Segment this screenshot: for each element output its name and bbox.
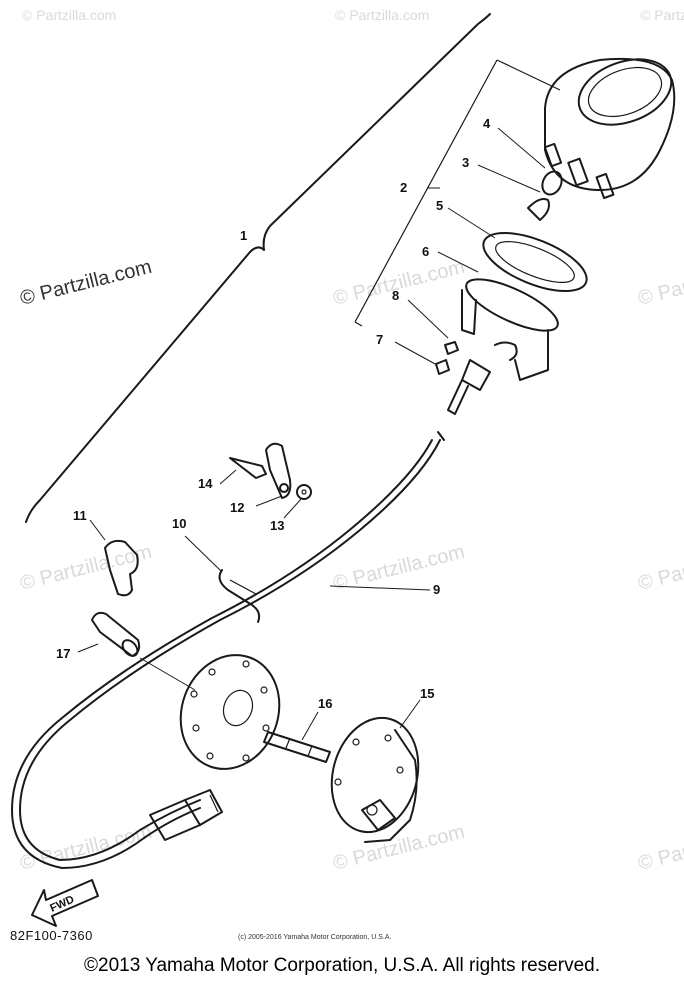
callout-11: 11 xyxy=(73,508,87,523)
callout-3: 3 xyxy=(462,155,469,170)
watermark: © Partzilla.com xyxy=(22,7,116,23)
watermark: © Partzilla.com xyxy=(331,821,467,875)
footer-copyright: ©2013 Yamaha Motor Corporation, U.S.A. A… xyxy=(84,955,600,976)
callout-15: 15 xyxy=(420,686,434,701)
leader-lines xyxy=(77,127,546,741)
cable-guide xyxy=(104,539,139,597)
forward-direction-arrow: FWD xyxy=(31,879,99,927)
speedometer-cable xyxy=(19,439,441,861)
callout-1: 1 xyxy=(240,228,247,243)
watermark-layer: © Partzilla.com © Partzilla.com © Partzi… xyxy=(18,7,684,875)
callout-13: 13 xyxy=(270,518,284,533)
cable-upper-connector xyxy=(437,359,491,441)
collar xyxy=(91,611,141,657)
callout-2: 2 xyxy=(400,180,407,195)
watermark: © Partzilla.com xyxy=(335,7,429,23)
callout-labels: 1 2 3 4 5 6 7 8 9 10 11 12 13 14 15 16 1… xyxy=(56,116,491,711)
small-copyright: (c) 2005-2016 Yamaha Motor Corporation, … xyxy=(238,934,392,941)
hub-disc xyxy=(179,654,281,770)
watermark: © Partzilla.com xyxy=(18,821,154,875)
callout-14: 14 xyxy=(198,476,213,491)
callout-10: 10 xyxy=(172,516,186,531)
speedometer-gear-unit xyxy=(330,716,420,843)
watermark: © Partzilla.com xyxy=(18,256,154,310)
speedometer-drive-shaft xyxy=(263,731,331,763)
callout-6: 6 xyxy=(422,244,429,259)
callout-8: 8 xyxy=(392,288,399,303)
meter-cushion-and-bracket xyxy=(461,232,588,381)
assembly-bracket-1 xyxy=(25,13,491,523)
bulb-and-socket xyxy=(527,170,563,221)
callout-17: 17 xyxy=(56,646,70,661)
drawing-code: 82F100-7360 xyxy=(10,928,93,943)
assembly-bracket-2 xyxy=(354,59,561,327)
small-nuts xyxy=(435,341,459,375)
callout-9: 9 xyxy=(433,582,440,597)
cable-lower-fitting xyxy=(149,789,223,841)
callout-16: 16 xyxy=(318,696,332,711)
callout-12: 12 xyxy=(230,500,244,515)
watermark: © Partzilla.com xyxy=(636,256,684,310)
speedometer-cable-inner xyxy=(11,439,433,869)
cable-holder-set xyxy=(229,442,312,500)
callout-7: 7 xyxy=(376,332,383,347)
callout-5: 5 xyxy=(436,198,443,213)
watermark: © Partzilla.com xyxy=(18,541,154,595)
watermark: © Partzilla.com xyxy=(636,821,684,875)
watermark: © Partzilla.com xyxy=(636,541,684,595)
cable-clamp xyxy=(218,569,261,623)
callout-4: 4 xyxy=(483,116,491,131)
speedometer-meter xyxy=(543,57,676,200)
watermark: © Partzilla.com xyxy=(640,7,684,23)
